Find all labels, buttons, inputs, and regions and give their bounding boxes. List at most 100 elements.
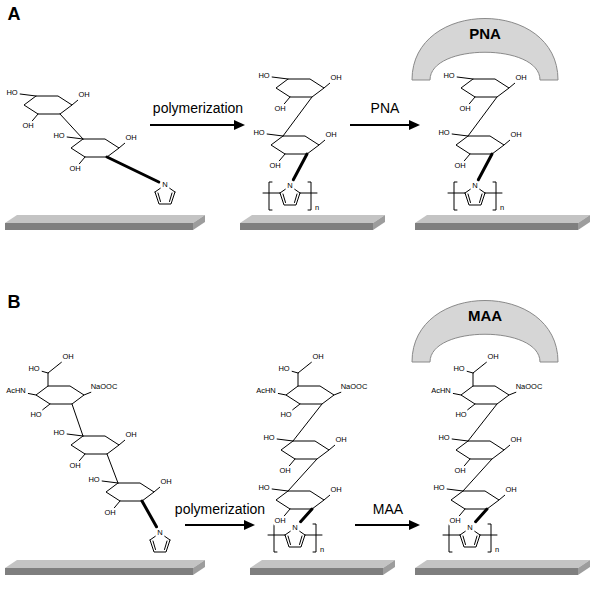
double-bond — [475, 536, 478, 545]
lectin-shape: PNA — [410, 18, 560, 80]
atom-label: HO — [277, 365, 290, 373]
pyrrole-bond — [285, 531, 290, 535]
surface-top — [415, 215, 590, 223]
arrow-shaft — [355, 524, 412, 526]
atom-label: HO — [29, 411, 42, 419]
substituent-bond — [509, 392, 516, 395]
surface-front — [5, 223, 193, 230]
substituent-bond — [20, 94, 36, 96]
gold-surface — [415, 215, 590, 230]
linker — [301, 509, 312, 522]
glycan-structure — [448, 77, 515, 210]
pyrrole-bond — [150, 540, 170, 552]
atom-label: HO — [52, 132, 65, 140]
sugar-ring — [276, 491, 324, 509]
substituent-bond — [324, 495, 330, 500]
pyrrole-ring — [155, 188, 175, 204]
double-bond — [463, 536, 466, 545]
double-bond — [288, 536, 291, 545]
arrow-shaft — [350, 124, 412, 126]
substituent-bond — [483, 362, 486, 365]
lectin-name: MAA — [410, 300, 560, 325]
atom-label: N — [286, 182, 293, 190]
atom-label: N — [291, 524, 298, 532]
surface-front — [415, 223, 578, 230]
substituent-bond — [293, 404, 300, 410]
atom-label: HO — [257, 72, 270, 80]
surface-side — [578, 215, 590, 230]
polypyrrole-unit — [448, 182, 502, 210]
substituent-bond — [499, 495, 505, 500]
atom-label: HO — [437, 434, 450, 442]
repeat-bracket — [274, 524, 277, 552]
linker — [142, 501, 156, 527]
surface-side — [578, 560, 590, 575]
gold-surface — [240, 215, 385, 230]
arrow-head — [234, 120, 245, 130]
atom-label: OH — [278, 467, 291, 475]
surface-front — [415, 568, 578, 575]
repeat-bracket — [493, 182, 496, 210]
atom-label: OH — [124, 431, 137, 439]
glycosidic-bond — [72, 404, 83, 436]
arrow-head — [409, 120, 420, 130]
repeat-subscript: n — [494, 546, 500, 554]
surface-top — [5, 215, 205, 223]
gold-surface — [5, 560, 205, 575]
glycerol-chain — [48, 365, 58, 386]
glycan-structure — [20, 94, 175, 204]
substituent-bond — [67, 137, 83, 139]
surface-front — [5, 568, 193, 575]
atom-label: OH — [268, 162, 281, 170]
polymer-bond — [268, 535, 285, 536]
atom-label: OH — [61, 353, 74, 361]
atom-label: HO — [257, 484, 270, 492]
sugar-ring — [106, 483, 154, 501]
glycan-structure — [28, 362, 170, 552]
atom-label: HO — [5, 89, 18, 97]
substituent-bond — [284, 97, 290, 104]
repeat-subscript: n — [499, 204, 505, 212]
arrow-label: PNA — [371, 101, 400, 115]
substituent-bond — [119, 440, 125, 445]
linker — [478, 154, 492, 180]
atom-label: HO — [262, 434, 275, 442]
sialic-acid-ring — [461, 386, 509, 404]
double-bond — [170, 193, 173, 202]
atom-label: NaOOC — [90, 383, 119, 391]
sugar-ring — [24, 96, 72, 114]
sialic-acid-ring — [286, 386, 334, 404]
polypyrrole-unit — [268, 524, 322, 552]
substituent-bond — [453, 393, 461, 395]
atom-label: AcHN — [430, 387, 452, 395]
sugar-ring — [271, 136, 319, 154]
atom-label: OH — [514, 74, 527, 82]
atom-label: NaOOC — [340, 383, 369, 391]
substituent-bond — [452, 134, 468, 136]
atom-label: OH — [324, 131, 337, 139]
repeat-bracket — [313, 524, 316, 552]
glycan-structure — [268, 362, 341, 552]
substituent-bond — [67, 434, 83, 436]
double-bond — [153, 541, 156, 550]
substituent-bond — [278, 393, 286, 395]
sugar-ring — [461, 79, 509, 97]
atom-label: HO — [27, 365, 40, 373]
atom-label: OH — [486, 353, 499, 361]
glycan-structure — [263, 77, 330, 210]
glycosidic-bond — [468, 404, 497, 441]
sugar-ring — [276, 79, 324, 97]
double-bond — [468, 194, 471, 203]
pyrrole-bond — [165, 536, 170, 540]
atom-label: OH — [453, 467, 466, 475]
double-bond — [300, 536, 303, 545]
double-bond — [480, 194, 483, 203]
panel-letter: A — [8, 5, 21, 23]
arrow-label: polymerization — [153, 101, 243, 115]
repeat-bracket — [454, 182, 457, 210]
glycosidic-bond — [463, 459, 492, 491]
atom-label: OH — [453, 162, 466, 170]
glycerol-chain — [298, 365, 308, 386]
substituent-bond — [79, 157, 85, 164]
